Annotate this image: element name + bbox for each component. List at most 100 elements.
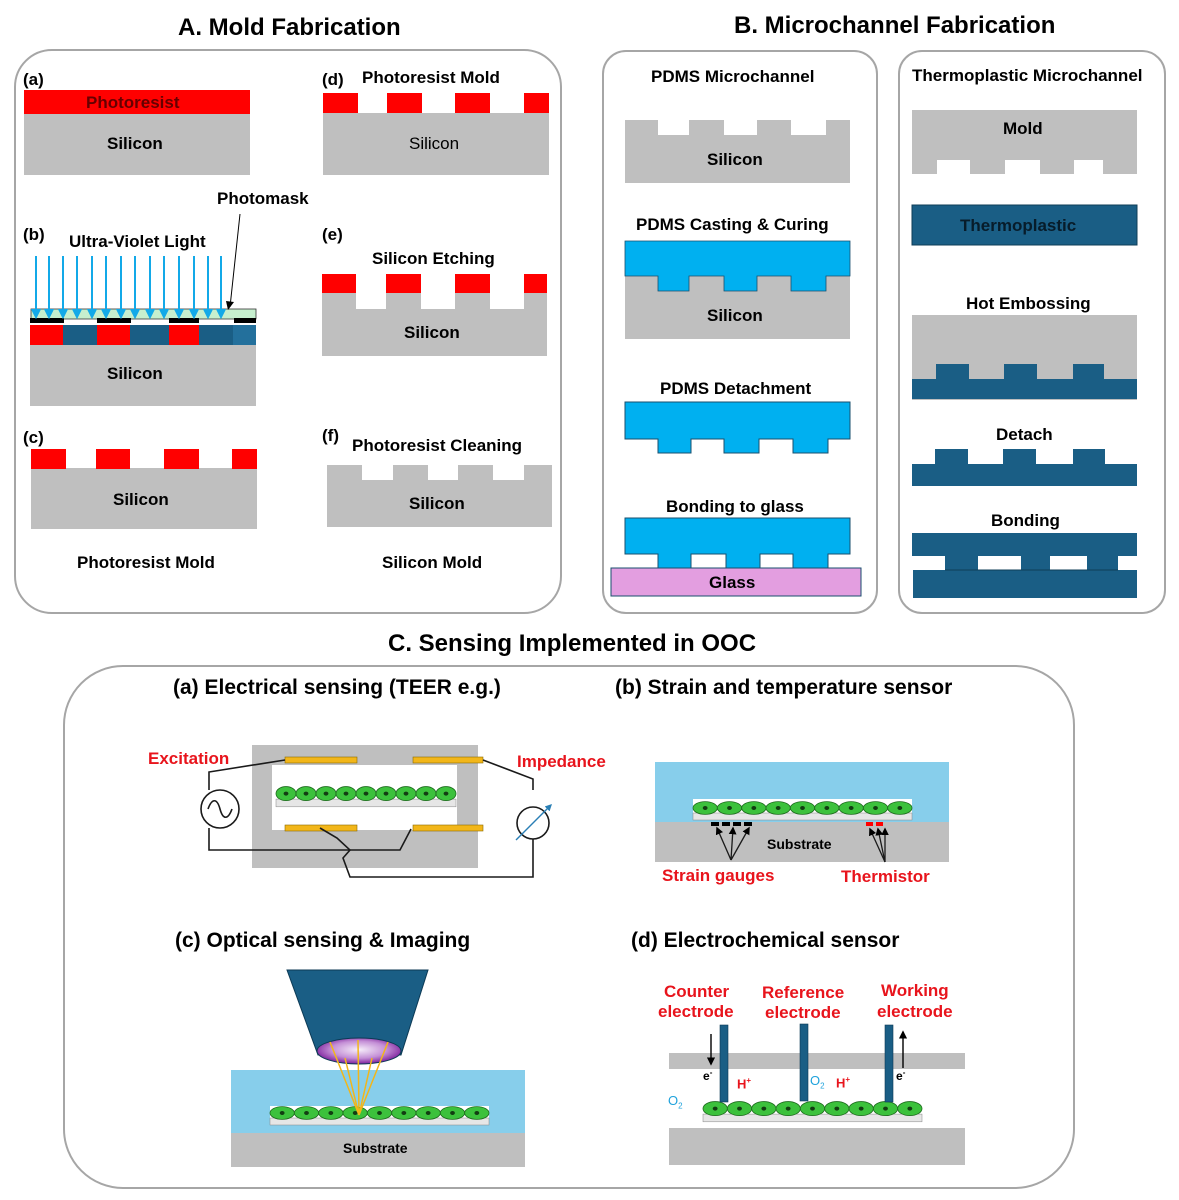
ac-source-icon [200,789,240,829]
reference-electrode [799,1023,809,1102]
photomask-label: Photomask [217,189,309,208]
optical-substrate [231,1133,525,1167]
cell-nucleus [712,1106,718,1111]
cell-nucleus [848,806,854,810]
oxygen-subscript: 2 [678,1101,683,1111]
panel-thermoplastic-microchannel [898,50,1166,614]
cell-nucleus [450,1111,455,1115]
cell-nucleus [425,1111,431,1115]
uv-arrowhead [144,309,156,320]
working-electrode-label-2: electrode [877,1002,953,1021]
photomask-pattern [30,318,256,323]
cell-nucleus [323,791,329,796]
oxygen-label-2: O2 [810,1073,825,1091]
photomask-glass [30,308,257,320]
bonding-glass-label: Bonding to glass [666,497,804,516]
teer-wires [208,759,534,878]
f-silicon-label: Silicon [409,494,465,513]
photoresist-label: Photoresist [86,93,180,112]
d-photoresist-pattern [323,93,549,113]
uv-arrowhead [173,309,185,320]
cell-nucleus [403,791,409,796]
uv-light-arrows [30,256,227,320]
oxygen-symbol: O [668,1093,679,1108]
uv-arrowhead [129,309,141,320]
thermistor [866,822,883,826]
sensing-a-title: (a) Electrical sensing (TEER e.g.) [173,676,501,699]
e-etched-silicon [322,292,547,356]
electron-label-working: e- [896,1068,905,1083]
cell-nucleus [873,806,878,810]
working-electrode [884,1024,894,1103]
uv-arrowhead [215,309,227,320]
cell-nucleus [810,1106,815,1111]
uv-arrowhead [158,309,170,320]
objective-lens-body [286,969,429,1056]
strain-substrate [655,822,949,862]
teer-cell-layer [275,786,457,808]
uv-arrowhead [71,309,83,320]
casting-silicon-label: Silicon [707,306,763,325]
cell-nucleus [897,806,903,810]
proton-symbol: H [737,1076,747,1092]
bonding-label: Bonding [991,511,1060,530]
counter-electrode-label-2: electrode [658,1002,734,1021]
section-a-title: A. Mold Fabrication [178,14,401,41]
step-d-title: Photoresist Mold [362,68,500,87]
proton-symbol: H [836,1075,846,1091]
counter-electrode [719,1024,729,1103]
detached-thermoplastic [912,449,1137,486]
ec-top-layer [669,1053,965,1069]
photomask-callout-arrowhead [226,301,234,310]
cell-nucleus [423,791,429,796]
photomask-callout-line [229,213,241,308]
pdms-silicon-label: Silicon [707,150,763,169]
proton-label-2: H+ [836,1075,850,1090]
ec-cell-layer [702,1101,923,1123]
cell-nucleus [377,1111,382,1115]
electron-label-counter: e- [703,1068,712,1083]
cell-nucleus [702,806,708,810]
cell-nucleus [775,806,781,810]
detached-pdms [624,401,851,454]
cell-nucleus [303,791,309,796]
cell-nucleus [761,1106,767,1111]
cell-nucleus [304,1111,309,1115]
sensing-d-title: (d) Electrochemical sensor [631,929,900,952]
panel-mold-fabrication [14,49,562,614]
sensing-c-title: (c) Optical sensing & Imaging [175,929,471,952]
strain-substrate-label: Substrate [767,836,832,852]
step-f-title: Photoresist Cleaning [352,436,523,455]
b-silicon-label: Silicon [107,364,163,383]
step-f-tag: (f) [322,426,339,445]
d-silicon-block [323,113,549,175]
ec-substrate [669,1128,965,1165]
strain-gauges [711,822,752,826]
strain-arrows [715,826,889,863]
proton-label-1: H+ [737,1076,751,1091]
bonded-thermoplastic-base [913,570,1137,598]
cell-nucleus [383,791,389,796]
detach-label: Detach [996,425,1053,444]
pdms-silicon-mold [625,120,850,183]
step-d-tag: (d) [322,70,344,89]
strain-cell-layer [692,801,913,821]
panel-sensing [63,665,1075,1189]
uv-arrowhead [188,309,200,320]
cell-nucleus [751,806,757,810]
cell-nucleus [363,791,369,796]
oxygen-subscript: 2 [820,1081,825,1091]
light-rays [329,1039,389,1116]
cell-nucleus [443,791,449,796]
cell-nucleus [343,791,349,796]
panel-pdms-microchannel [602,50,878,614]
a-silicon-label: Silicon [107,134,163,153]
cell-nucleus [834,1106,840,1111]
uv-arrowhead [43,309,55,320]
pdms-title: PDMS Microchannel [651,67,815,86]
optical-cell-layer [269,1106,490,1126]
step-e-tag: (e) [322,225,343,244]
e-silicon-label: Silicon [404,323,460,342]
optical-substrate-label: Substrate [343,1140,408,1156]
